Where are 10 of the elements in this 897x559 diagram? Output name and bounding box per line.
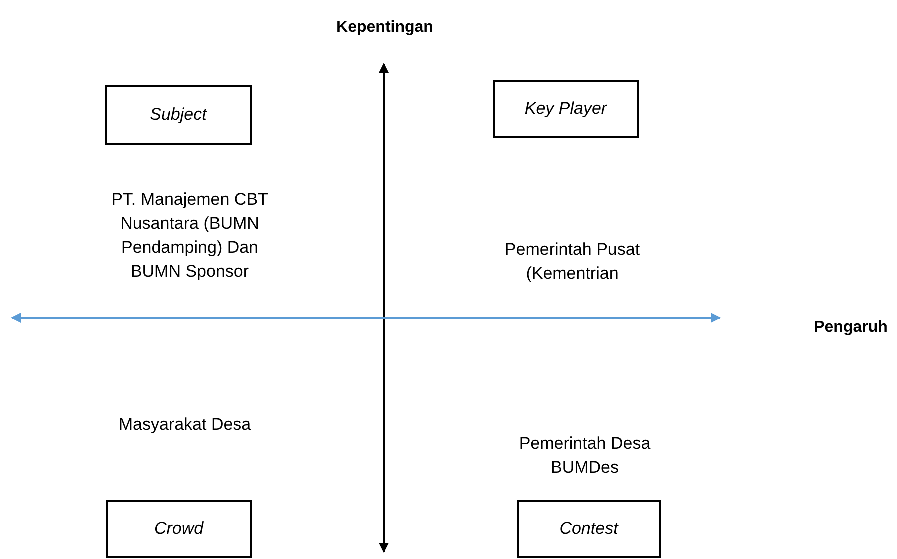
quadrant-box: Contest [517, 500, 661, 558]
quadrant-box: Subject [105, 85, 252, 145]
quadrant-text: Masyarakat Desa [118, 414, 252, 436]
axis-label: Kepentingan [336, 18, 434, 38]
quadrant-text: PT. Manajemen CBT Nusantara (BUMN Pendamping) Dan BUMN Sponsor [110, 189, 270, 283]
quadrant-box: Crowd [106, 500, 252, 558]
quadrant-text: Pemerintah Pusat (Kementrian [504, 239, 642, 285]
axis-label: Pengaruh [813, 318, 889, 338]
quadrant-text: Pemerintah Desa BUMDes [518, 433, 652, 479]
quadrant-box: Key Player [493, 80, 639, 138]
